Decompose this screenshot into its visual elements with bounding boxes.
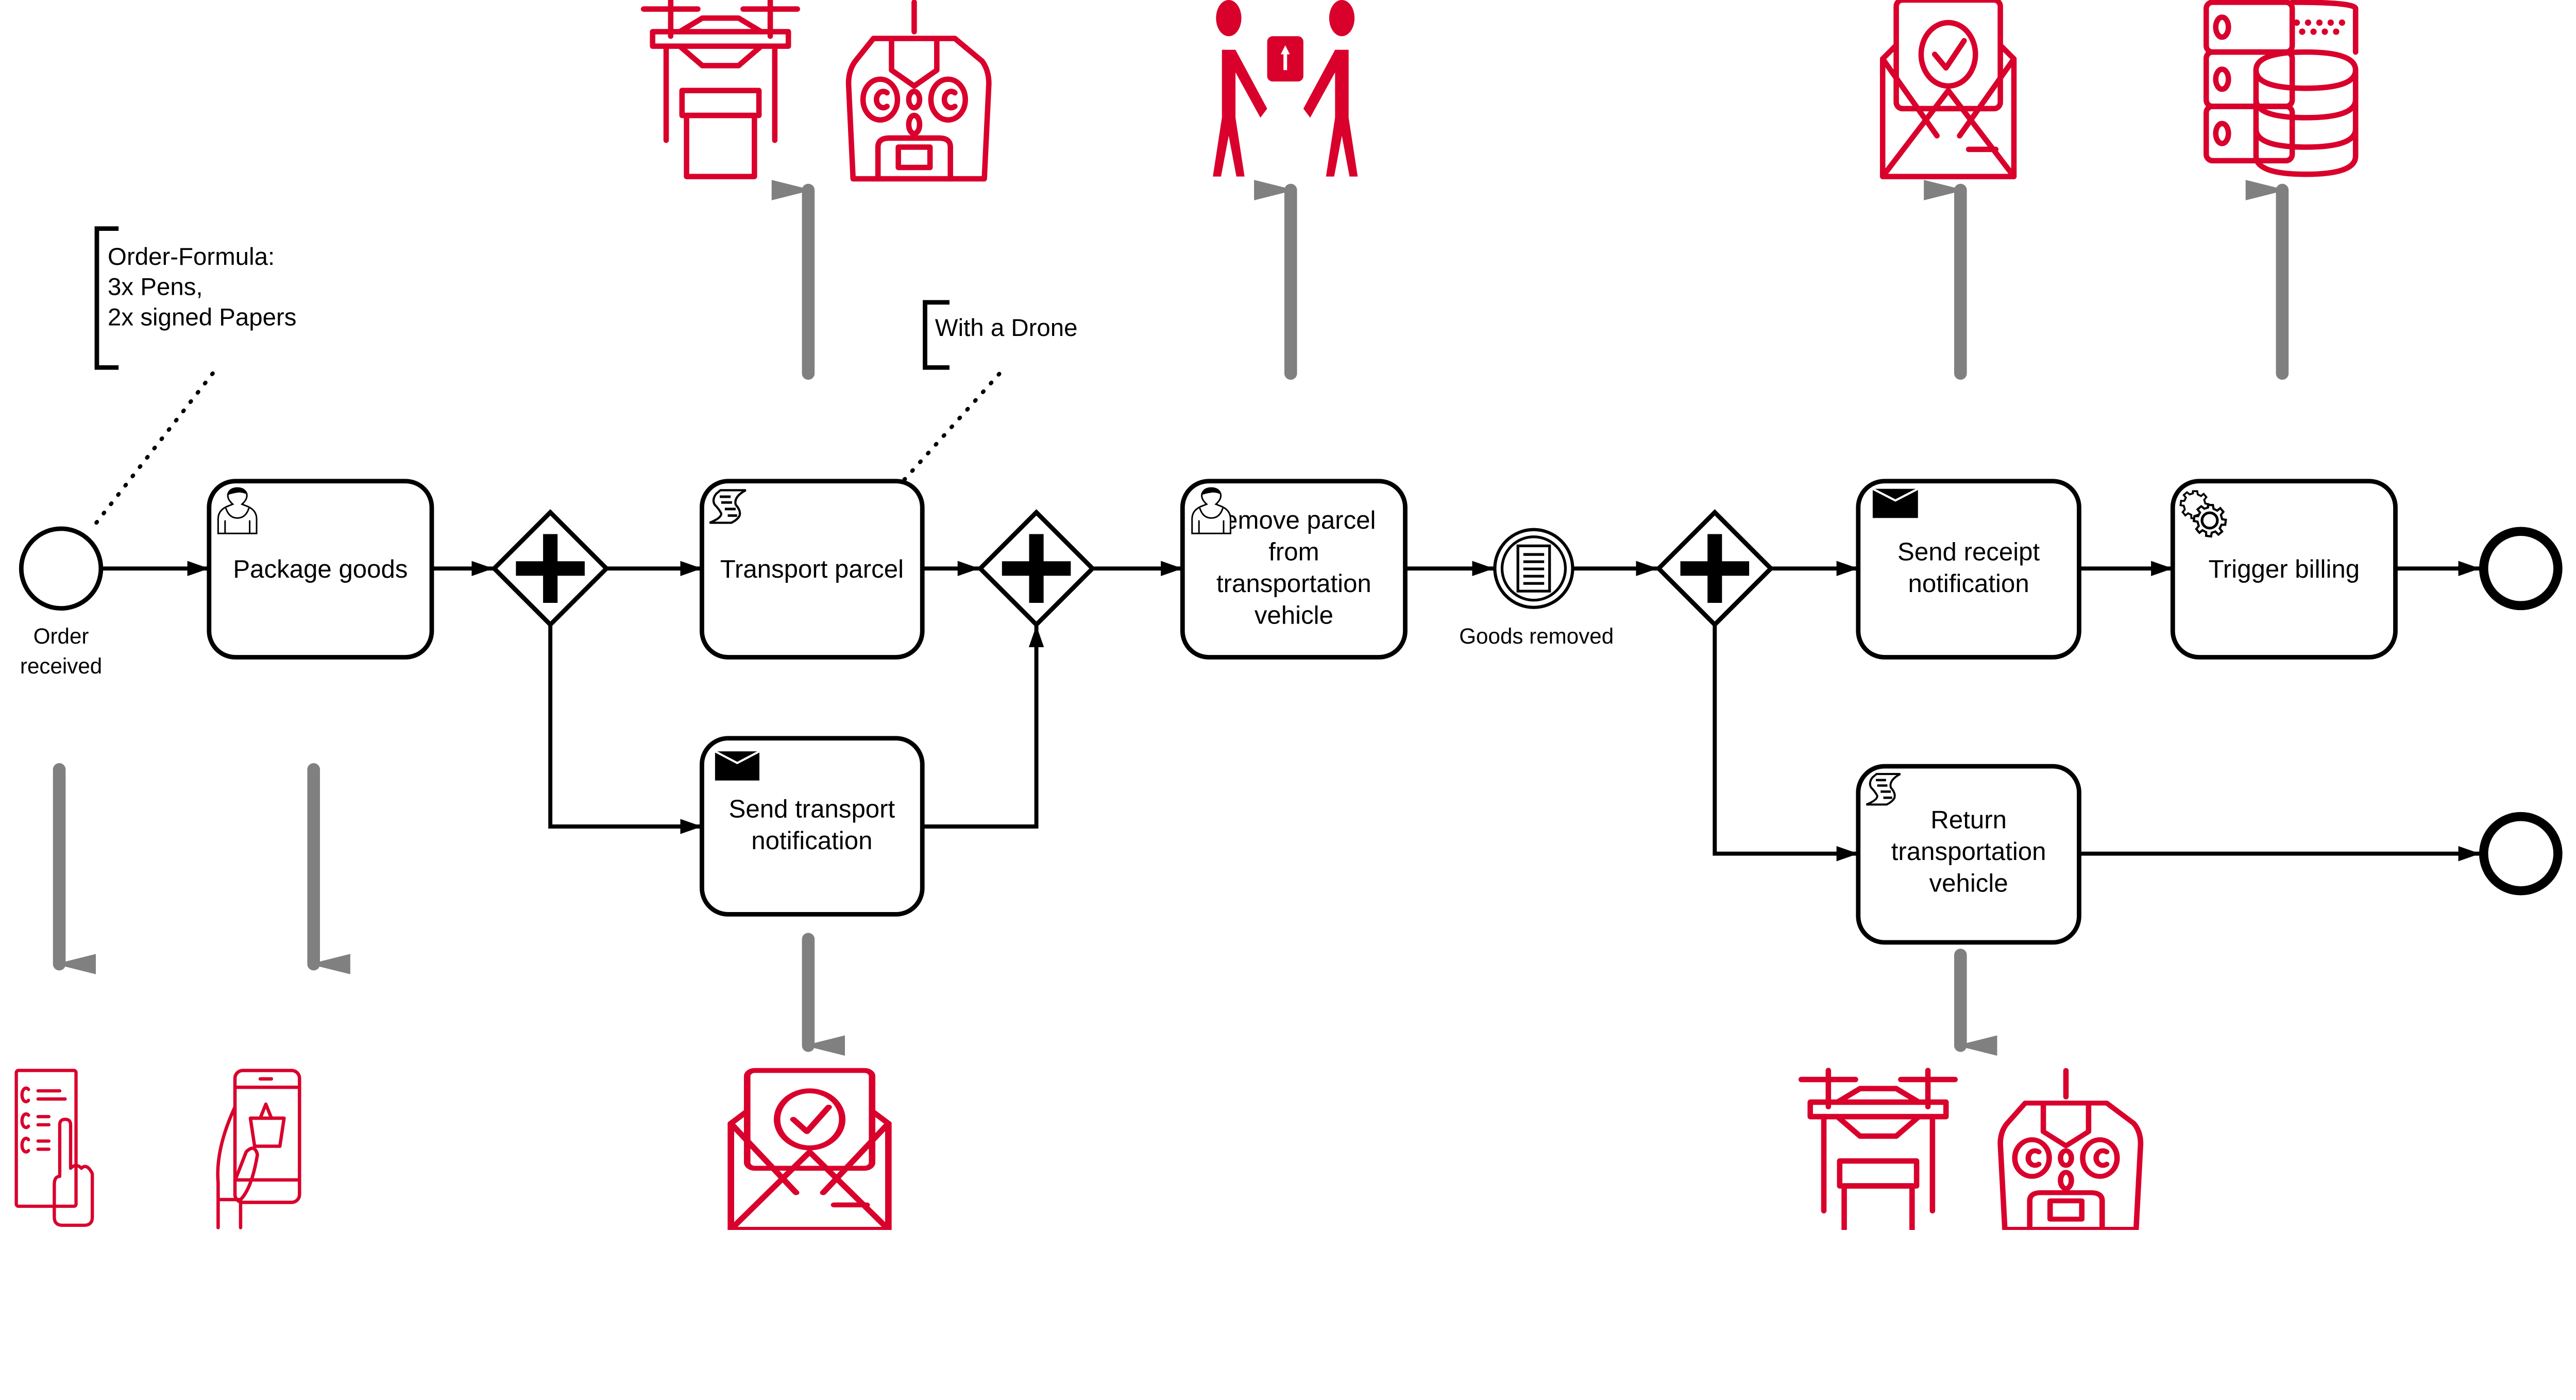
flow-gateway1-to-notification (548, 625, 702, 834)
task-label: transportation (1891, 837, 2046, 866)
annotation-with-a-drone[interactable]: With a Drone (902, 300, 1078, 482)
plus-icon (1680, 534, 1750, 603)
task-transport-parcel[interactable]: Transport parcel (700, 479, 925, 660)
envelope-icon (715, 751, 759, 781)
flow-gateway3-to-return (1713, 625, 1858, 862)
task-box (2170, 479, 2398, 660)
envelope-icon (1873, 489, 1918, 518)
task-label: Send receipt (1897, 537, 2040, 566)
annotation-line: Order-Formula: (108, 243, 275, 271)
start-event-circle (19, 526, 104, 611)
mail-confirmation-icon (731, 1070, 889, 1229)
task-label: emove parcel (1224, 506, 1376, 534)
annotation-line: 3x Pens, (108, 274, 203, 301)
start-event-label: received (20, 654, 102, 678)
parallel-gateway-split-1[interactable] (491, 509, 610, 628)
task-label: Send transport (729, 795, 895, 823)
task-label: notification (1908, 569, 2029, 598)
task-label: notification (751, 826, 872, 855)
annotation-bracket (94, 226, 119, 370)
task-label: transportation (1216, 569, 1371, 598)
task-label: Transport parcel (720, 555, 904, 583)
checklist-touch-icon (16, 1070, 93, 1225)
task-box (1856, 479, 2081, 660)
task-box (1180, 479, 1408, 660)
annotation-line: 2x signed Papers (108, 304, 296, 331)
task-box (207, 479, 434, 660)
package-handover-icon (1213, 0, 1358, 177)
task-label: vehicle (1929, 869, 2008, 897)
start-event-label: Order (33, 624, 89, 648)
plus-icon (516, 534, 585, 603)
association-line (902, 372, 1002, 482)
task-label: vehicle (1255, 601, 1333, 629)
task-label: Trigger billing (2209, 555, 2360, 583)
task-package-goods[interactable]: Package goods (207, 479, 434, 660)
mobile-shopping-icon (218, 1070, 300, 1227)
annotation-bracket (923, 300, 950, 370)
end-event[interactable] (2479, 527, 2563, 611)
task-box (700, 736, 925, 917)
task-remove-parcel[interactable]: emove parcel from transportation vehicle (1180, 479, 1408, 660)
end-event[interactable] (2479, 812, 2563, 896)
task-label: Return (1930, 806, 2007, 834)
drone-delivery-icon (1801, 1070, 1955, 1229)
resource-arrows (53, 180, 2289, 1056)
plus-icon (1002, 534, 1071, 603)
task-label: from (1268, 537, 1319, 566)
task-trigger-billing[interactable]: Trigger billing (2170, 479, 2398, 660)
parallel-gateway-split-2[interactable] (1655, 509, 1774, 628)
annotation-order-formula[interactable]: Order-Formula: 3x Pens, 2x signed Papers (91, 226, 297, 530)
bpmn-diagram: Order-Formula: 3x Pens, 2x signed Papers… (0, 0, 2563, 1230)
intermediate-event-goods-removed[interactable]: Goods removed (1459, 528, 1614, 648)
drone-delivery-icon (643, 0, 798, 177)
parallel-gateway-join[interactable] (977, 509, 1096, 628)
mail-confirmation-icon (1883, 0, 2014, 177)
flow-notification-to-gateway2 (922, 625, 1044, 829)
conditional-document-icon (1516, 544, 1551, 593)
event-inner-ring (1500, 535, 1567, 602)
event-label: Goods removed (1459, 624, 1614, 648)
task-label: Package goods (233, 555, 408, 583)
server-database-icon (2206, 2, 2355, 174)
sequence-flows (101, 561, 2480, 862)
task-box (700, 479, 925, 660)
task-box (1856, 764, 2081, 945)
task-send-transport-notification[interactable]: Send transport notification (700, 736, 925, 917)
remote-controller-icon (2001, 1070, 2141, 1229)
annotation-line: With a Drone (935, 314, 1078, 342)
remote-controller-icon (849, 2, 989, 179)
start-event-order-received[interactable]: Order received (19, 526, 104, 678)
task-send-receipt-notification[interactable]: Send receipt notification (1856, 479, 2081, 660)
task-return-transportation-vehicle[interactable]: Return transportation vehicle (1856, 764, 2081, 945)
association-line (91, 371, 215, 530)
